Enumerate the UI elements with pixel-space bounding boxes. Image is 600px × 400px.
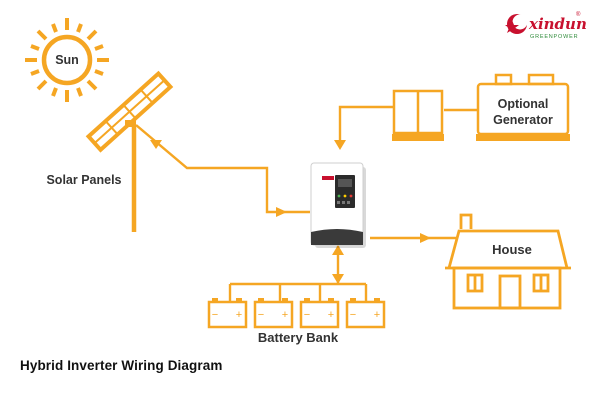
solar-panel-icon — [85, 70, 174, 232]
solar-panels-label: Solar Panels — [46, 173, 121, 187]
inverter-brand-badge — [322, 176, 334, 180]
arrow-down-icon — [334, 140, 346, 150]
battery-plus: + — [236, 309, 242, 321]
house-label: House — [492, 242, 532, 257]
battery-icon — [345, 298, 386, 329]
battery-icon — [299, 298, 340, 329]
diagram-caption: Hybrid Inverter Wiring Diagram — [20, 358, 223, 373]
arrow-right-icon — [276, 207, 287, 217]
battery-plus: + — [282, 309, 288, 321]
sun-icon — [25, 18, 109, 102]
battery-minus: − — [258, 309, 264, 321]
arrow-right-icon — [420, 233, 431, 243]
flow-arrows — [150, 140, 431, 284]
battery-icon — [253, 298, 294, 329]
brand-tagline: GREENPOWER — [530, 34, 578, 40]
brand-logo: xindun ® GREENPOWER — [505, 11, 587, 40]
battery-icon — [207, 298, 248, 329]
battery-minus: − — [350, 309, 356, 321]
arrow-up-icon — [332, 245, 344, 255]
sun-label: Sun — [55, 53, 79, 67]
battery-bank-wires — [228, 282, 368, 302]
battery-minus: − — [212, 309, 218, 321]
generator-label-line2: Generator — [493, 113, 553, 127]
generator-icon — [476, 73, 570, 141]
logo-emblem-icon — [505, 14, 528, 34]
arrow-down-icon — [150, 140, 162, 149]
generator-to-inverter-wire — [338, 105, 393, 145]
solar-to-inverter-wire — [135, 124, 310, 214]
battery-minus: − — [304, 309, 310, 321]
battery-bank-label: Battery Bank — [258, 330, 339, 345]
brand-name: xindun — [528, 15, 587, 33]
transfer-switch-icon — [392, 89, 444, 141]
battery-plus: + — [374, 309, 380, 321]
registered-mark: ® — [576, 11, 581, 18]
house-icon — [445, 213, 571, 310]
generator-label-line1: Optional — [498, 97, 549, 111]
arrow-down-icon — [332, 274, 344, 284]
hybrid-inverter-icon — [310, 162, 366, 248]
battery-plus: + — [328, 309, 334, 321]
